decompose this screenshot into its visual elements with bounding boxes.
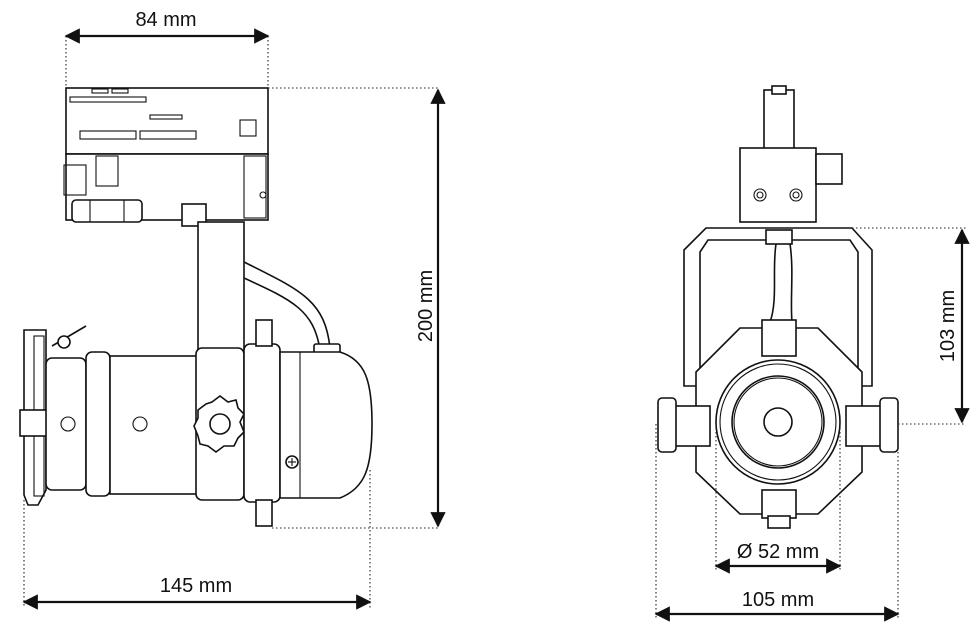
lamp-housing: [657, 319, 899, 529]
dim-side-width: 84 mm: [135, 9, 196, 31]
side-view: 84 mm 200 mm 145 mm: [19, 9, 446, 610]
dim-height-total: 200 mm: [415, 270, 437, 342]
dim-front-width: 105 mm: [742, 589, 814, 611]
lamp-body: [45, 319, 373, 527]
front-view: 103 mm Ø 52 mm 105 mm: [654, 85, 970, 622]
dim-side-length: 145 mm: [160, 575, 232, 597]
track-connector: [739, 85, 843, 223]
track-adapter: [63, 87, 269, 227]
dim-lens-diameter: Ø 52 mm: [737, 541, 819, 563]
dim-front-height: 103 mm: [937, 290, 959, 362]
